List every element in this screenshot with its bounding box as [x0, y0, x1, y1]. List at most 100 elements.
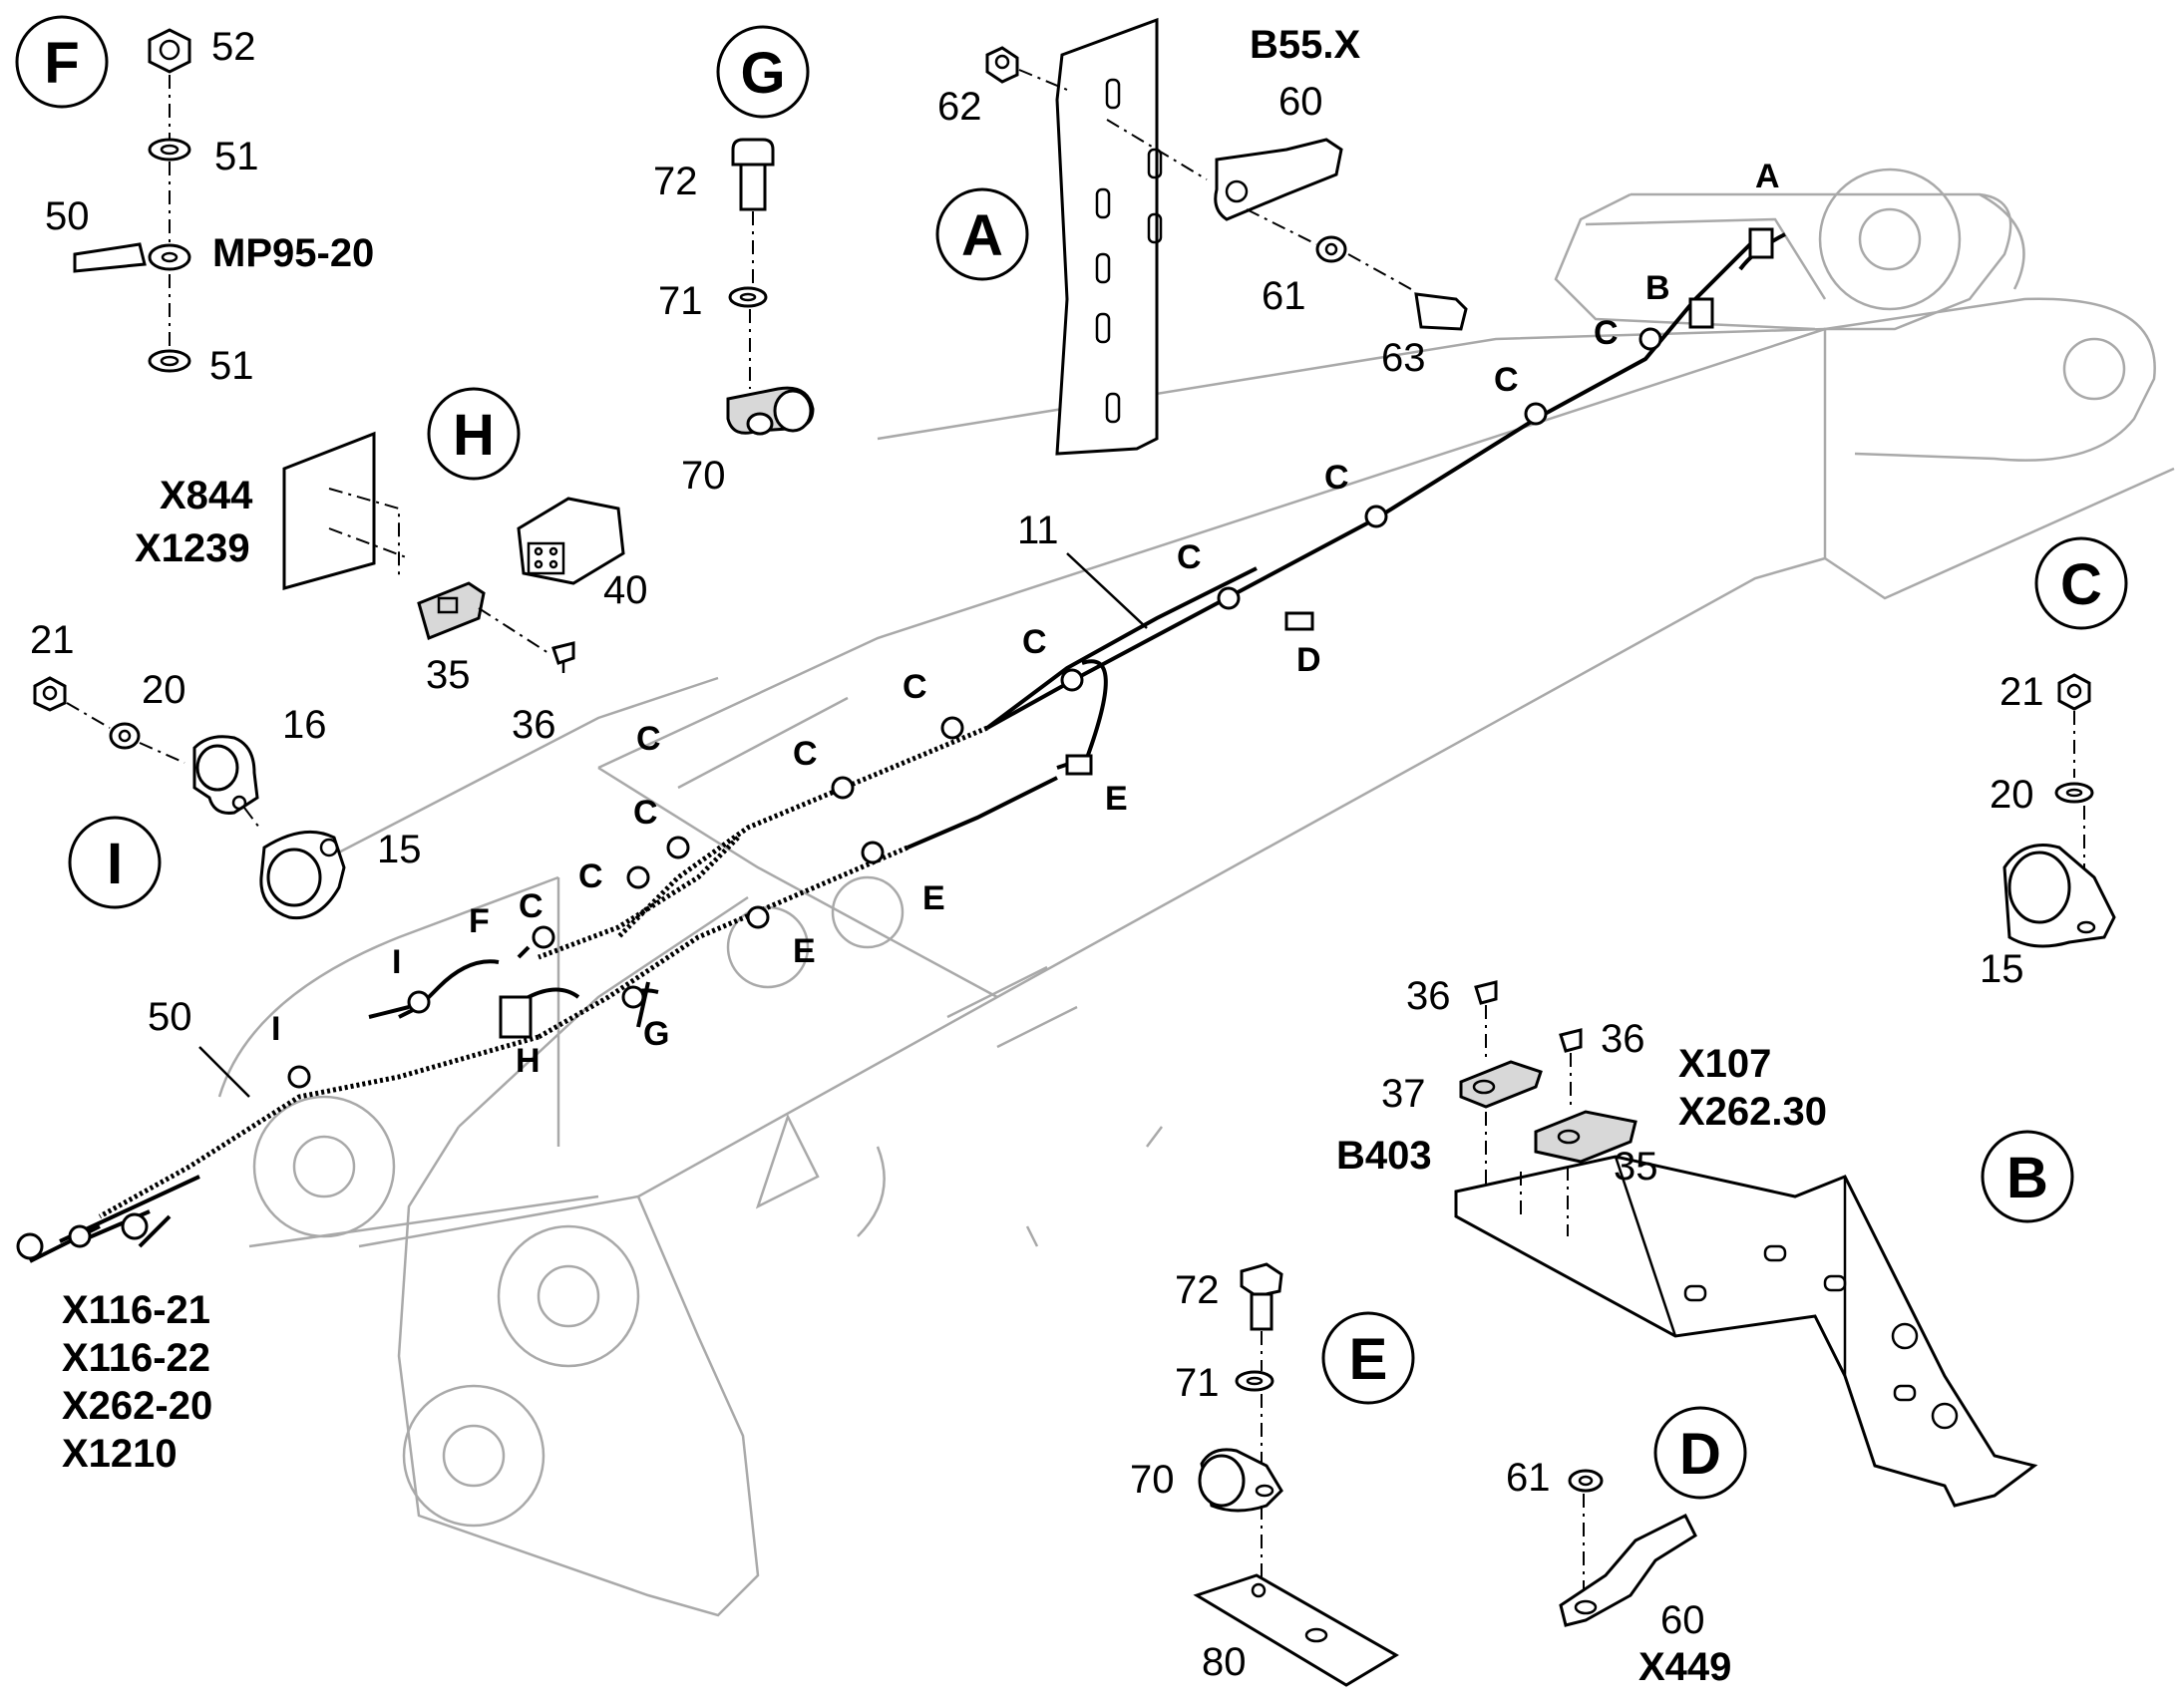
- callout-h-36: 36: [512, 703, 556, 747]
- wiring-harness: [16, 227, 1786, 1263]
- washer-51-top: [148, 138, 191, 162]
- callout-b-37: 37: [1381, 1072, 1426, 1116]
- marker-c-3: C: [1324, 459, 1349, 497]
- mounting-plate-h: [282, 431, 376, 590]
- screw-36-b1: [1474, 980, 1498, 1005]
- detail-e: E 72 71 70 80: [1130, 1262, 1415, 1687]
- callout-b-36-a: 36: [1406, 974, 1451, 1018]
- nut-21: [33, 676, 67, 712]
- detail-g: G 72 71 70: [653, 25, 815, 498]
- marker-e-2: E: [922, 879, 945, 917]
- marker-c-5: C: [1022, 623, 1047, 661]
- detail-i-letter: I: [107, 832, 123, 896]
- callout-e-70: 70: [1130, 1458, 1175, 1502]
- callout-c-21: 21: [1999, 670, 2044, 714]
- marker-c-11: C: [636, 720, 661, 758]
- nut-21-c: [2057, 673, 2091, 711]
- callout-d-60: 60: [1660, 1598, 1705, 1642]
- callout-11: 11: [1017, 509, 1059, 552]
- callout-c-20: 20: [1990, 773, 2034, 817]
- connector-40: [517, 497, 625, 585]
- detail-c-circle: [2034, 536, 2128, 630]
- callout-50: 50: [148, 995, 192, 1039]
- marker-i-1: I: [392, 943, 401, 981]
- bracket-35: [417, 581, 486, 641]
- callout-e-71: 71: [1175, 1361, 1220, 1405]
- callout-g-72: 72: [653, 160, 698, 203]
- detail-h: H X844 X1239 35 36 40: [135, 387, 648, 747]
- washer-20-c: [2054, 782, 2094, 804]
- detail-i-circle: [68, 816, 162, 909]
- marker-c-7: C: [793, 735, 818, 773]
- label-x1239: X1239: [135, 526, 250, 570]
- marker-c-6: C: [903, 668, 927, 706]
- label-x449: X449: [1638, 1645, 1731, 1689]
- marker-e-1: E: [1105, 780, 1128, 818]
- detail-a: A 62 B55.X 60 61 63: [935, 17, 1468, 456]
- washer-20: [109, 722, 141, 750]
- callout-i-20: 20: [142, 668, 186, 712]
- marker-i-2: I: [271, 1010, 280, 1048]
- boom-structure: [217, 168, 2175, 1617]
- mount-bracket-b: [1454, 1155, 2038, 1508]
- callout-f-51-bottom: 51: [209, 344, 254, 388]
- marker-e-3: E: [793, 932, 816, 970]
- callout-i-15: 15: [377, 828, 422, 871]
- label-x262-30: X262.30: [1678, 1090, 1827, 1134]
- callout-c-15: 15: [1980, 947, 2024, 991]
- callout-b-35: 35: [1614, 1145, 1658, 1189]
- callout-f-52: 52: [211, 25, 256, 69]
- washer-51-bottom: [148, 349, 191, 373]
- bolt-63: [1414, 292, 1468, 331]
- callout-a-62: 62: [937, 85, 982, 129]
- detail-c: C 21 20 15: [1980, 536, 2128, 991]
- detail-g-letter: G: [740, 41, 785, 106]
- label-x844: X844: [160, 474, 253, 517]
- callout-h-40: 40: [603, 568, 648, 612]
- callout-i-21: 21: [30, 618, 75, 662]
- detail-f-letter: F: [44, 31, 79, 96]
- nut-62: [985, 46, 1019, 84]
- main-view-labels: 11 50 A B C C C C C C C C C C C D E E E …: [62, 158, 1780, 1476]
- connector-label-1: X116-21: [62, 1288, 210, 1332]
- detail-b-circle: [1981, 1130, 2074, 1223]
- marker-d: D: [1296, 641, 1321, 679]
- bracket-37: [1459, 1060, 1543, 1109]
- detail-d: D 61 60 X449: [1506, 1406, 1747, 1689]
- detail-e-circle: [1321, 1311, 1415, 1405]
- callout-f-50: 50: [45, 194, 90, 238]
- marker-c-9: C: [578, 857, 603, 895]
- detail-d-letter: D: [1679, 1422, 1721, 1487]
- callout-a-60: 60: [1278, 80, 1323, 124]
- marker-c-10: C: [519, 887, 544, 925]
- washer-61: [1315, 235, 1347, 263]
- marker-a: A: [1755, 158, 1780, 195]
- sensor-bracket-60: [1214, 138, 1343, 221]
- sensor-bracket-60-d: [1559, 1513, 1697, 1627]
- washer-61-d: [1568, 1469, 1604, 1493]
- detail-a-circle: [935, 187, 1029, 281]
- detail-b-letter: B: [2006, 1146, 2048, 1210]
- detail-f-circle: [15, 15, 109, 109]
- cable-lug-50: [73, 242, 147, 273]
- callout-b-36-b: 36: [1601, 1017, 1645, 1061]
- marker-c-2: C: [1494, 361, 1519, 399]
- washer-71: [728, 286, 768, 308]
- label-x107: X107: [1678, 1042, 1771, 1086]
- marker-h: H: [516, 1042, 541, 1080]
- marker-g: G: [643, 1015, 669, 1053]
- detail-d-circle: [1653, 1406, 1747, 1500]
- detail-b: B 36 36 X107 X262.30 37 B403 35: [1336, 974, 2074, 1508]
- detail-g-circle: [716, 25, 810, 119]
- plate-80: [1193, 1573, 1399, 1687]
- callout-a-63: 63: [1381, 336, 1426, 380]
- detail-h-letter: H: [453, 403, 495, 468]
- bracket-plate-a: [1055, 17, 1159, 456]
- detail-c-letter: C: [2060, 552, 2102, 617]
- marker-c-1: C: [1594, 314, 1619, 352]
- connector-label-3: X262-20: [62, 1384, 212, 1428]
- bolt-72-head: [731, 138, 775, 167]
- callout-e-72: 72: [1175, 1268, 1220, 1312]
- marker-b: B: [1645, 269, 1670, 307]
